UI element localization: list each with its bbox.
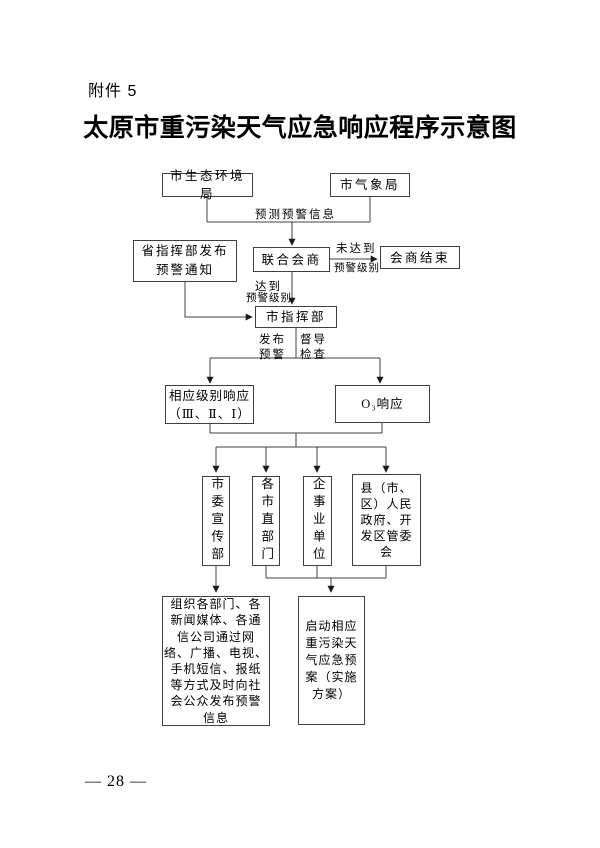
node-city-ecology-bureau: 市生态环境局	[162, 169, 253, 201]
node-city-departments: 各市直部门	[252, 476, 280, 566]
node-start-emergency-plan: 启动相应 重污染天 气应急预 案（实施 方案）	[298, 596, 365, 725]
page-number: — 28 —	[85, 773, 147, 790]
node-city-weather-bureau: 市气象局	[330, 173, 410, 197]
edge-label-forecast-warning-info: 预测预警信息	[255, 209, 336, 221]
edge-label-warning-level-right: 预警级别	[334, 263, 380, 274]
attachment-label: 附件 5	[88, 83, 138, 100]
edge-label-reached: 达到	[255, 281, 282, 293]
node-joint-consultation: 联合会商	[253, 247, 330, 272]
edge-label-warning-level-mid: 预警级别	[246, 293, 292, 304]
edge-label-issue: 发布	[259, 334, 286, 346]
edge-label-inspect: 检查	[300, 349, 327, 361]
edge-label-supervise: 督导	[300, 334, 327, 346]
node-county-governments: 县（市、 区）人民 政府、开 发区管委 会	[352, 474, 421, 566]
node-publish-warning-info: 组织各部门、各 新闻媒体、各通 信公司通过网 络、广播、电视、 手机短信、报纸 …	[162, 596, 270, 726]
node-province-hq-notice: 省指挥部发布 预警通知	[133, 240, 237, 282]
edge-label-warning: 预警	[259, 349, 286, 361]
edge-label-not-reached: 未达到	[336, 243, 377, 255]
node-enterprises: 企事业单位	[303, 476, 332, 566]
node-consultation-end: 会商结束	[380, 246, 460, 269]
node-city-hq: 市指挥部	[255, 306, 337, 328]
edge-prov-to-cmd	[184, 282, 253, 321]
node-o3-response: O₃响应	[335, 385, 430, 423]
page-title: 太原市重污染天气应急响应程序示意图	[83, 115, 517, 142]
node-propaganda-dept: 市委宣传部	[202, 476, 230, 566]
node-level-response: 相应级别响应 （Ⅲ、Ⅱ、Ⅰ）	[165, 385, 254, 424]
